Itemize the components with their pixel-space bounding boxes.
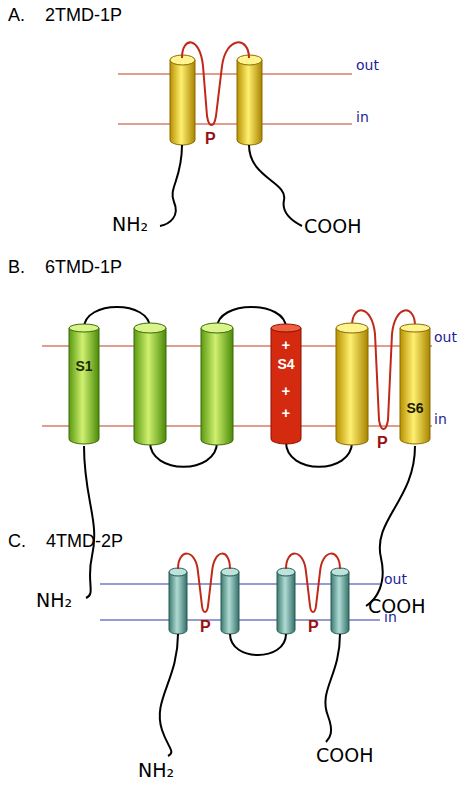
side-label: out bbox=[356, 58, 379, 73]
helix-name: S6 bbox=[406, 401, 423, 415]
terminus-label: NH₂ bbox=[36, 590, 72, 611]
terminus-label: NH₂ bbox=[138, 760, 174, 781]
charge-sign: + bbox=[282, 405, 291, 420]
helix-name: S1 bbox=[75, 359, 92, 373]
terminus-label: COOH bbox=[316, 745, 373, 766]
charge-sign: + bbox=[282, 383, 291, 398]
pore-label: P bbox=[205, 130, 216, 148]
side-label: out bbox=[384, 572, 407, 587]
side-label: out bbox=[434, 330, 457, 345]
helix-cylinder bbox=[399, 323, 431, 445]
pore-label: P bbox=[308, 618, 319, 636]
panel-title: C. 4TMD-2P bbox=[8, 532, 123, 552]
helix-cylinder bbox=[68, 323, 100, 445]
helix-name: S4 bbox=[277, 357, 294, 371]
panel-title: A. 2TMD-1P bbox=[8, 6, 122, 26]
transmembrane-helix: + S4 + + bbox=[270, 323, 302, 445]
pore-label: P bbox=[377, 434, 388, 452]
terminus-label: NH₂ bbox=[112, 214, 148, 235]
charge-sign: + bbox=[282, 337, 291, 352]
transmembrane-helix: S6 bbox=[399, 323, 431, 445]
side-label: in bbox=[356, 110, 369, 125]
side-label: in bbox=[434, 412, 447, 427]
pore-label: P bbox=[200, 618, 211, 636]
terminus-label: COOH bbox=[304, 216, 361, 237]
panel-title: B. 6TMD-1P bbox=[8, 258, 122, 278]
side-label: in bbox=[384, 610, 397, 625]
transmembrane-helix: S1 bbox=[68, 323, 100, 445]
